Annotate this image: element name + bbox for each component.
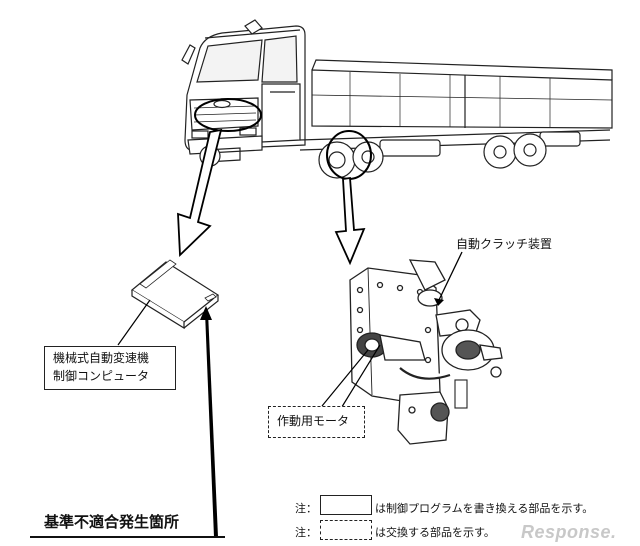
arrow-to-clutch [334,176,366,266]
watermark-logo: Response. [521,522,617,542]
ecu-label-box: 機械式自動変速機 制御コンピュータ [44,346,176,390]
arrow-to-ecu [177,128,223,258]
clutch-label: 自動クラッチ装置 [456,237,553,251]
clutch-unit-illustration [349,259,503,445]
note-dashed-text: は交換する部品を示す。 [375,526,495,539]
ecu-location-ellipse [194,98,262,132]
ecu-label-line2: 制御コンピュータ [53,369,150,383]
motor-label-box: 作動用モータ [268,406,365,438]
note-solid-text: は制御プログラムを書き換える部品を示す。 [375,502,594,515]
motor-leader-line-1 [321,349,369,407]
clutch-leader-line [437,251,463,303]
note-dashed-box-sample [320,520,372,540]
motor-label: 作動用モータ [277,414,350,428]
ecu-leader-line [117,299,151,346]
location-title-underline [30,536,225,538]
motor-leader-line-2 [339,344,381,411]
note-solid-box-sample [320,495,372,515]
location-pointer-line [205,312,218,537]
ecu-label-line1: 機械式自動変速機 [53,351,150,365]
location-title: 基準不適合発生箇所 [44,513,180,531]
ecu-illustration [130,259,220,330]
note-prefix-2: 注： [295,526,317,539]
truck-illustration [181,19,613,179]
note-prefix-1: 注： [295,502,317,515]
